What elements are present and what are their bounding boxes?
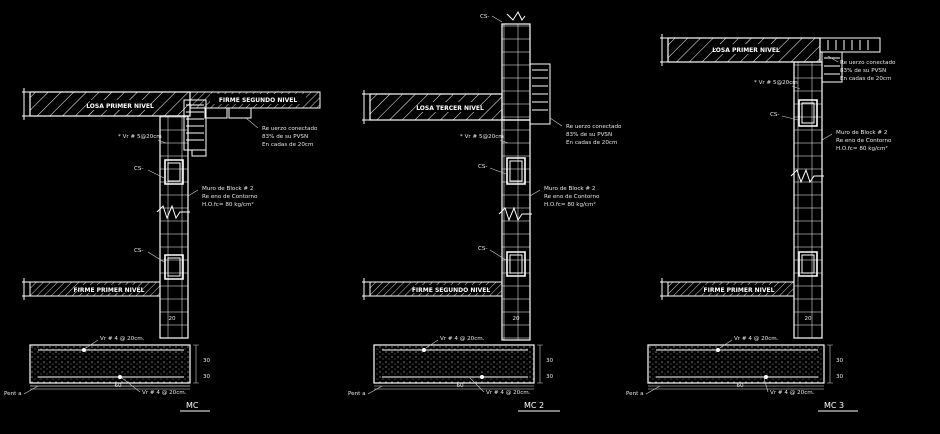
pile-label: Pent a bbox=[348, 391, 366, 397]
reinforce-note-2: 83% de su PVSN bbox=[262, 134, 308, 140]
rebar-vertical-label: * Vr # 5@20cm bbox=[754, 80, 798, 86]
slab-bottom-label: FIRME SEGUNDO NIVEL bbox=[412, 287, 491, 294]
footing: 30 30 60 bbox=[29, 344, 211, 390]
junction-blocks bbox=[183, 99, 252, 157]
section-title: MC bbox=[180, 401, 210, 412]
wall-thickness-dim: 20 bbox=[512, 316, 520, 322]
rebar-bottom-label: Vr # 4 @ 20cm. bbox=[770, 390, 815, 396]
block-wall: 20 bbox=[498, 119, 532, 341]
annotations: * Vr # 5@20cm CS- CS- Re uerzo conectado… bbox=[348, 117, 622, 397]
rebar-top-label: Vr # 4 @ 20cm. bbox=[734, 336, 779, 342]
rebar-vertical-label: * Vr # 5@20cm bbox=[118, 134, 162, 140]
reinforce-note-3: En cadas de 20cm bbox=[566, 140, 617, 146]
top-slab: LOSA TERCER NIVEL bbox=[362, 90, 503, 124]
footing-width-dim: 60 bbox=[114, 383, 122, 389]
annotations: * Vr # 5@20cm CS- Re uerzo conectado 83%… bbox=[626, 55, 896, 397]
slab-top-label: LOSA PRIMER NIVEL bbox=[712, 47, 780, 54]
reinforce-note-3: En cadas de 20cm bbox=[840, 76, 891, 82]
slab-top-label: LOSA TERCER NIVEL bbox=[416, 105, 484, 112]
footing-width-dim: 60 bbox=[736, 383, 744, 389]
top-slab: LOSA PRIMER NIVEL bbox=[660, 34, 881, 83]
slab-bottom-label: FIRME PRIMER NIVEL bbox=[74, 287, 145, 294]
upper-wall: CS- bbox=[480, 10, 551, 125]
wall-note-2: Re eno de Contorno bbox=[544, 194, 600, 200]
top-slab: LOSA PRIMER NIVEL FIRME SEGUNDO NIVEL bbox=[22, 88, 321, 120]
wall-note-1: Muro de Block # 2 bbox=[836, 130, 887, 136]
title-mc2: MC 2 bbox=[524, 401, 544, 410]
pile-label: Pent a bbox=[626, 391, 644, 397]
wall-note-3: H.O.fc= 80 kg/cm² bbox=[202, 201, 254, 208]
reinforce-note-1: Re uerzo conectado bbox=[262, 126, 318, 132]
cs-upper-label: CS- bbox=[134, 166, 143, 172]
rebar-top-label: Vr # 4 @ 20cm. bbox=[440, 336, 485, 342]
section-mc3: LOSA PRIMER NIVEL 20 FIRME PRIMER NIVEL bbox=[626, 34, 896, 412]
bottom-slab: FIRME PRIMER NIVEL bbox=[22, 278, 161, 300]
top-cs-label: CS- bbox=[480, 14, 489, 20]
footing-width-dim: 60 bbox=[456, 383, 464, 389]
rebar-bottom-label: Vr # 4 @ 20cm. bbox=[142, 390, 187, 396]
cs-lower-label: CS- bbox=[134, 248, 143, 254]
reinforce-note-2: 83% de su PVSN bbox=[566, 132, 612, 138]
title-mc3: MC 3 bbox=[824, 401, 844, 410]
wall-note-2: Re eno de Contorno bbox=[836, 138, 892, 144]
footing-height-dim: 30 bbox=[203, 358, 211, 364]
section-mc1: LOSA PRIMER NIVEL FIRME SEGUNDO NIVEL 20… bbox=[4, 88, 321, 412]
rebar-vertical-label: * Vr # 5@20cm bbox=[460, 134, 504, 140]
footing-height-dim-2: 30 bbox=[203, 374, 211, 380]
wall-note-1: Muro de Block # 2 bbox=[202, 186, 253, 192]
section-mc2: LOSA TERCER NIVEL CS- 20 FIRME SEGUNDO N… bbox=[348, 10, 622, 412]
cs-upper-label: CS- bbox=[770, 112, 779, 118]
pile-label: Pent a bbox=[4, 391, 22, 397]
footing-height-dim-2: 30 bbox=[836, 374, 844, 380]
title-mc1: MC bbox=[186, 401, 199, 410]
annotations: * Vr # 5@20cm CS- CS- Re uerzo conectado… bbox=[4, 117, 318, 397]
cs-lower-label: CS- bbox=[478, 246, 487, 252]
reinforce-note-3: En cadas de 20cm bbox=[262, 142, 313, 148]
wall-thickness-dim: 20 bbox=[168, 316, 176, 322]
wall-note-3: H.O.fc= 80 kg/cm² bbox=[836, 145, 888, 152]
footing-height-dim: 30 bbox=[546, 358, 554, 364]
footing-height-dim-2: 30 bbox=[546, 374, 554, 380]
block-wall: 20 bbox=[156, 115, 190, 339]
rebar-top-label: Vr # 4 @ 20cm. bbox=[100, 336, 145, 342]
footing: 30 30 60 bbox=[647, 344, 844, 390]
rebar-bottom-label: Vr # 4 @ 20cm. bbox=[486, 390, 531, 396]
slab-top-label: LOSA PRIMER NIVEL bbox=[86, 103, 154, 110]
block-wall: 20 bbox=[790, 61, 824, 339]
cs-upper-label: CS- bbox=[478, 164, 487, 170]
reinforce-note-2: 83% de su PVSN bbox=[840, 68, 886, 74]
reinforce-note-1: Re uerzo conectado bbox=[566, 124, 622, 130]
bottom-slab: FIRME PRIMER NIVEL bbox=[660, 278, 795, 300]
wall-note-3: H.O.fc= 80 kg/cm² bbox=[544, 201, 596, 208]
reinforce-note-1: Re uerzo conectado bbox=[840, 60, 896, 66]
wall-note-1: Muro de Block # 2 bbox=[544, 186, 595, 192]
wall-thickness-dim: 20 bbox=[804, 316, 812, 322]
slab-side-label: FIRME SEGUNDO NIVEL bbox=[219, 97, 298, 104]
footing: 30 30 60 bbox=[373, 344, 554, 390]
wall-note-2: Re eno de Contorno bbox=[202, 194, 258, 200]
slab-bottom-label: FIRME PRIMER NIVEL bbox=[704, 287, 775, 294]
section-title: MC 2 bbox=[518, 401, 560, 412]
bottom-slab: FIRME SEGUNDO NIVEL bbox=[362, 278, 503, 300]
section-title: MC 3 bbox=[818, 401, 858, 412]
footing-height-dim: 30 bbox=[836, 358, 844, 364]
